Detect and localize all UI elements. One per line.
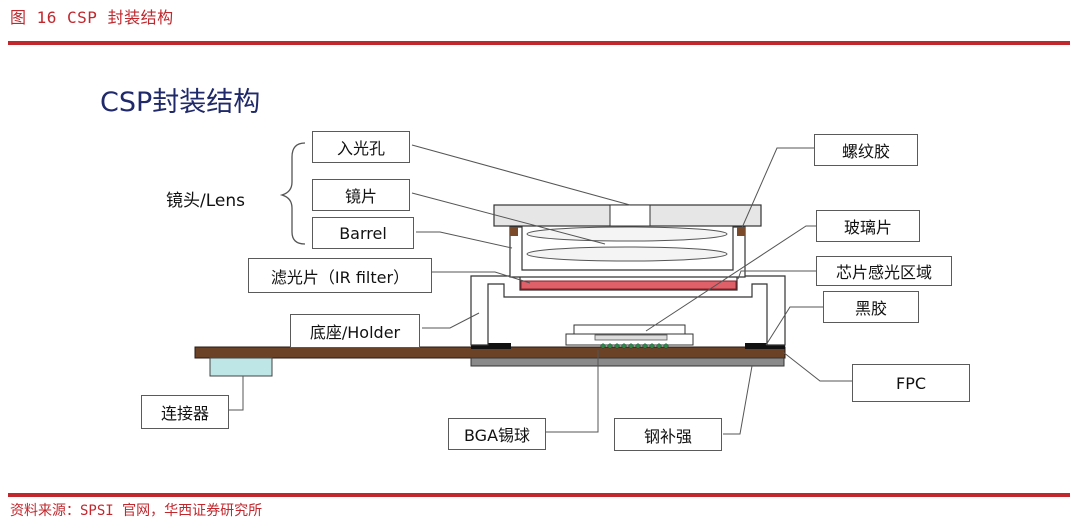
leader-holder [422, 312, 480, 329]
ir-filter [520, 280, 737, 290]
thread-glue-right [737, 227, 745, 236]
label-bga-ball: BGA锡球 [448, 418, 546, 450]
leader-ir-filter [432, 271, 531, 284]
figure-title: 图 16 CSP 封装结构 [10, 8, 174, 27]
label-aperture: 入光孔 [312, 131, 410, 163]
lens-element-1 [526, 226, 728, 242]
header-rule [8, 41, 1070, 45]
barrel-body [509, 226, 746, 278]
label-black-glue: 黑胶 [823, 291, 919, 323]
leader-connector [229, 376, 244, 411]
leader-glass [645, 225, 816, 332]
holder-body [470, 275, 786, 346]
bga-ball-row [600, 343, 669, 349]
black-glue-left [471, 343, 511, 349]
label-holder: 底座/Holder [290, 314, 420, 348]
leader-sensor-area [737, 270, 816, 280]
label-ir-filter: 滤光片（IR filter） [248, 258, 432, 293]
black-glue-right [745, 343, 785, 349]
label-thread-glue: 螺纹胶 [814, 134, 918, 166]
aperture-opening [609, 204, 651, 227]
label-sensor-area: 芯片感光区域 [816, 256, 952, 286]
leader-thread-glue [740, 147, 814, 231]
label-glass: 玻璃片 [816, 210, 920, 242]
glass-plate [573, 324, 686, 335]
leader-black-glue [765, 306, 823, 346]
label-fpc: FPC [852, 364, 970, 402]
footer-rule [8, 493, 1070, 497]
leader-bga [546, 350, 599, 433]
diagram-title: CSP封装结构 [100, 87, 261, 118]
label-lens-group: 镜头/Lens [166, 191, 245, 211]
leader-aperture [411, 144, 631, 206]
leader-lens-piece [411, 192, 606, 245]
label-connector: 连接器 [141, 395, 229, 429]
connector-block [209, 357, 273, 377]
leader-fpc [782, 351, 852, 382]
thread-glue-left [510, 227, 518, 236]
lens-group-brace [279, 142, 306, 245]
leader-stiffener [723, 365, 753, 435]
leader-lines [229, 144, 852, 435]
sensor-active-area [594, 334, 668, 341]
label-lens-piece: 镜片 [312, 179, 410, 211]
source-note: 资料来源：SPSI 官网，华西证券研究所 [10, 503, 263, 519]
label-barrel: Barrel [312, 217, 414, 249]
label-steel-stiffener: 钢补强 [614, 418, 722, 451]
lens-element-2 [526, 246, 728, 262]
leader-barrel [416, 231, 513, 249]
steel-stiffener [470, 357, 785, 367]
